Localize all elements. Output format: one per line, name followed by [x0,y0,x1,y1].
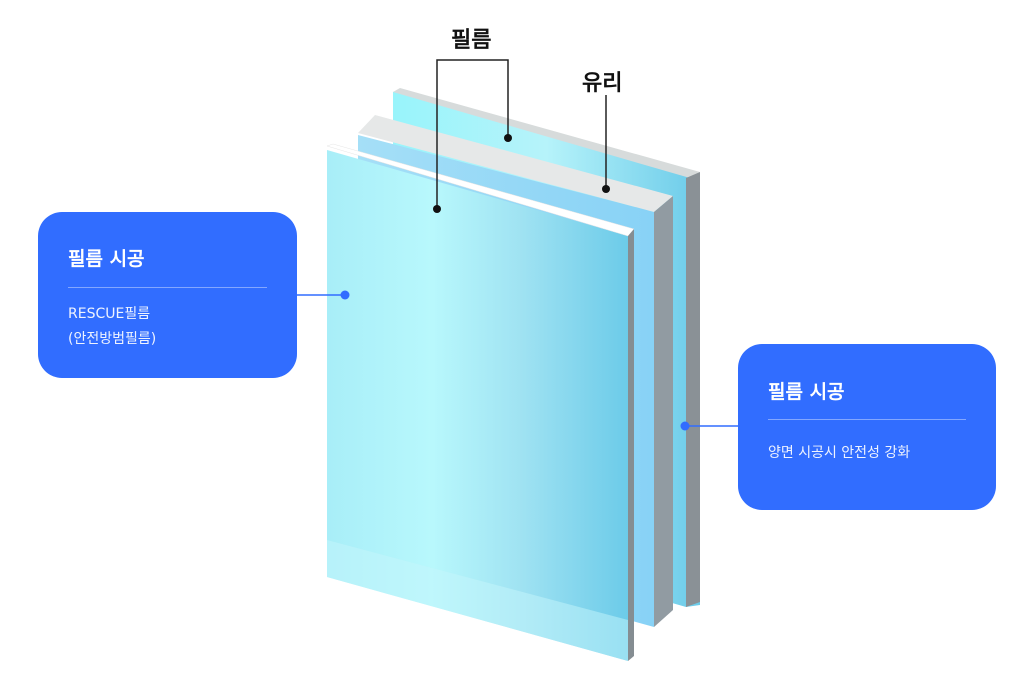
left-card-dot [340,290,350,300]
film-bracket-leader [436,59,509,209]
right-card-divider [768,419,966,420]
right-card-dot [680,421,690,431]
glass-dot [602,185,610,193]
front-film-panel [326,143,635,661]
glass-label: 유리 [582,71,623,96]
film-front-dot [433,205,441,213]
film-label: 필름 [451,28,492,53]
left-info-card: 필름 시공 RESCUE필름 (안전방범필름) [38,212,297,378]
right-card-line-1: 양면 시공시 안전성 강화 [768,445,911,461]
right-card-title: 필름 시공 [768,381,845,403]
right-card-description: 양면 시공시 안전성 강화 [768,441,910,466]
left-card-description: RESCUE필름 (안전방범필름) [68,302,156,352]
right-info-card: 필름 시공 양면 시공시 안전성 강화 [738,344,996,510]
left-card-title: 필름 시공 [68,248,145,270]
left-card-line-2: (안전방범필름) [68,331,157,347]
left-card-line-1: RESCUE필름 [68,306,151,322]
left-card-divider [68,287,267,288]
film-back-dot [504,134,512,142]
